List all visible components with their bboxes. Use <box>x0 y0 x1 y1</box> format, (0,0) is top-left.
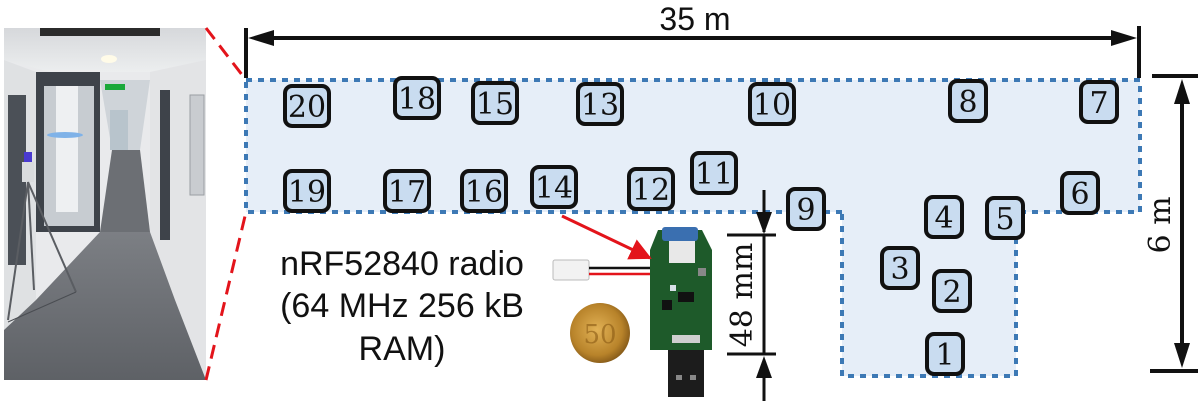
node-box <box>627 167 675 211</box>
node-label: 13 <box>581 88 619 123</box>
board-length-dimension: 48 mm <box>725 190 776 401</box>
height-dimension: 6 m <box>1143 74 1198 373</box>
zoom-line-bottom <box>204 211 248 381</box>
node-1: 1 <box>925 332 965 376</box>
node-box <box>786 187 826 231</box>
svg-text:50: 50 <box>583 320 616 350</box>
node-10: 10 <box>748 82 796 126</box>
corridor-area <box>246 80 1140 376</box>
board-length-label: 48 mm <box>725 243 760 348</box>
radio-caption: nRF52840 radio (64 MHz 256 kB RAM) <box>280 245 524 368</box>
node-box <box>393 76 441 120</box>
node-6: 6 <box>1060 171 1100 215</box>
node-label: 9 <box>796 193 815 228</box>
node-box <box>880 246 920 290</box>
node-label: 4 <box>934 201 953 236</box>
node-box <box>383 169 431 213</box>
node-label: 11 <box>695 157 733 192</box>
node-8: 8 <box>948 79 988 123</box>
node-label: 18 <box>398 82 436 117</box>
node-box <box>948 79 988 123</box>
node-label: 2 <box>942 275 961 310</box>
node-box <box>471 81 519 125</box>
node-label: 6 <box>1070 177 1089 212</box>
node-17: 17 <box>383 169 431 213</box>
radio-caption-line1: nRF52840 radio <box>280 245 524 283</box>
callout-arrow <box>561 214 652 260</box>
width-dimension: 35 m <box>244 1 1141 78</box>
node-label: 15 <box>476 87 514 122</box>
width-label: 35 m <box>659 1 730 37</box>
node-label: 17 <box>388 175 426 210</box>
node-box <box>1079 80 1119 124</box>
node-18: 18 <box>393 76 441 120</box>
zoom-line-top <box>204 27 248 81</box>
node-box <box>530 165 578 209</box>
node-box <box>932 269 972 313</box>
node-box <box>460 169 508 213</box>
node-15: 15 <box>471 81 519 125</box>
node-12: 12 <box>627 167 675 211</box>
node-2: 2 <box>932 269 972 313</box>
node-box <box>690 151 738 195</box>
node-3: 3 <box>880 246 920 290</box>
node-box <box>748 82 796 126</box>
node-label: 19 <box>288 175 326 210</box>
node-label: 16 <box>465 175 503 210</box>
node-box <box>283 84 331 128</box>
corridor-photo <box>4 28 206 380</box>
node-label: 12 <box>632 173 670 208</box>
node-box <box>283 169 331 213</box>
nrf52840-board-photo: 50 <box>552 227 712 397</box>
node-label: 8 <box>958 85 977 120</box>
node-label: 1 <box>935 338 954 373</box>
height-label: 6 m <box>1143 196 1178 253</box>
node-box <box>1060 171 1100 215</box>
node-11: 11 <box>690 151 738 195</box>
node-box <box>985 196 1025 240</box>
corridor-area-border <box>244 78 1142 378</box>
node-7: 7 <box>1079 80 1119 124</box>
node-13: 13 <box>576 82 624 126</box>
node-20: 20 <box>283 84 331 128</box>
node-label: 7 <box>1089 86 1108 121</box>
node-14: 14 <box>530 165 578 209</box>
node-4: 4 <box>924 195 964 239</box>
radio-caption-line3: RAM) <box>359 330 446 368</box>
node-label: 3 <box>890 252 909 287</box>
node-label: 20 <box>288 90 326 125</box>
node-5: 5 <box>985 196 1025 240</box>
node-box <box>576 82 624 126</box>
node-9: 9 <box>786 187 826 231</box>
radio-caption-line2: (64 MHz 256 kB <box>280 287 524 325</box>
node-box <box>924 195 964 239</box>
node-label: 14 <box>535 171 573 206</box>
node-label: 10 <box>753 88 791 123</box>
node-box <box>925 332 965 376</box>
node-label: 5 <box>995 202 1014 237</box>
node-19: 19 <box>283 169 331 213</box>
node-16: 16 <box>460 169 508 213</box>
